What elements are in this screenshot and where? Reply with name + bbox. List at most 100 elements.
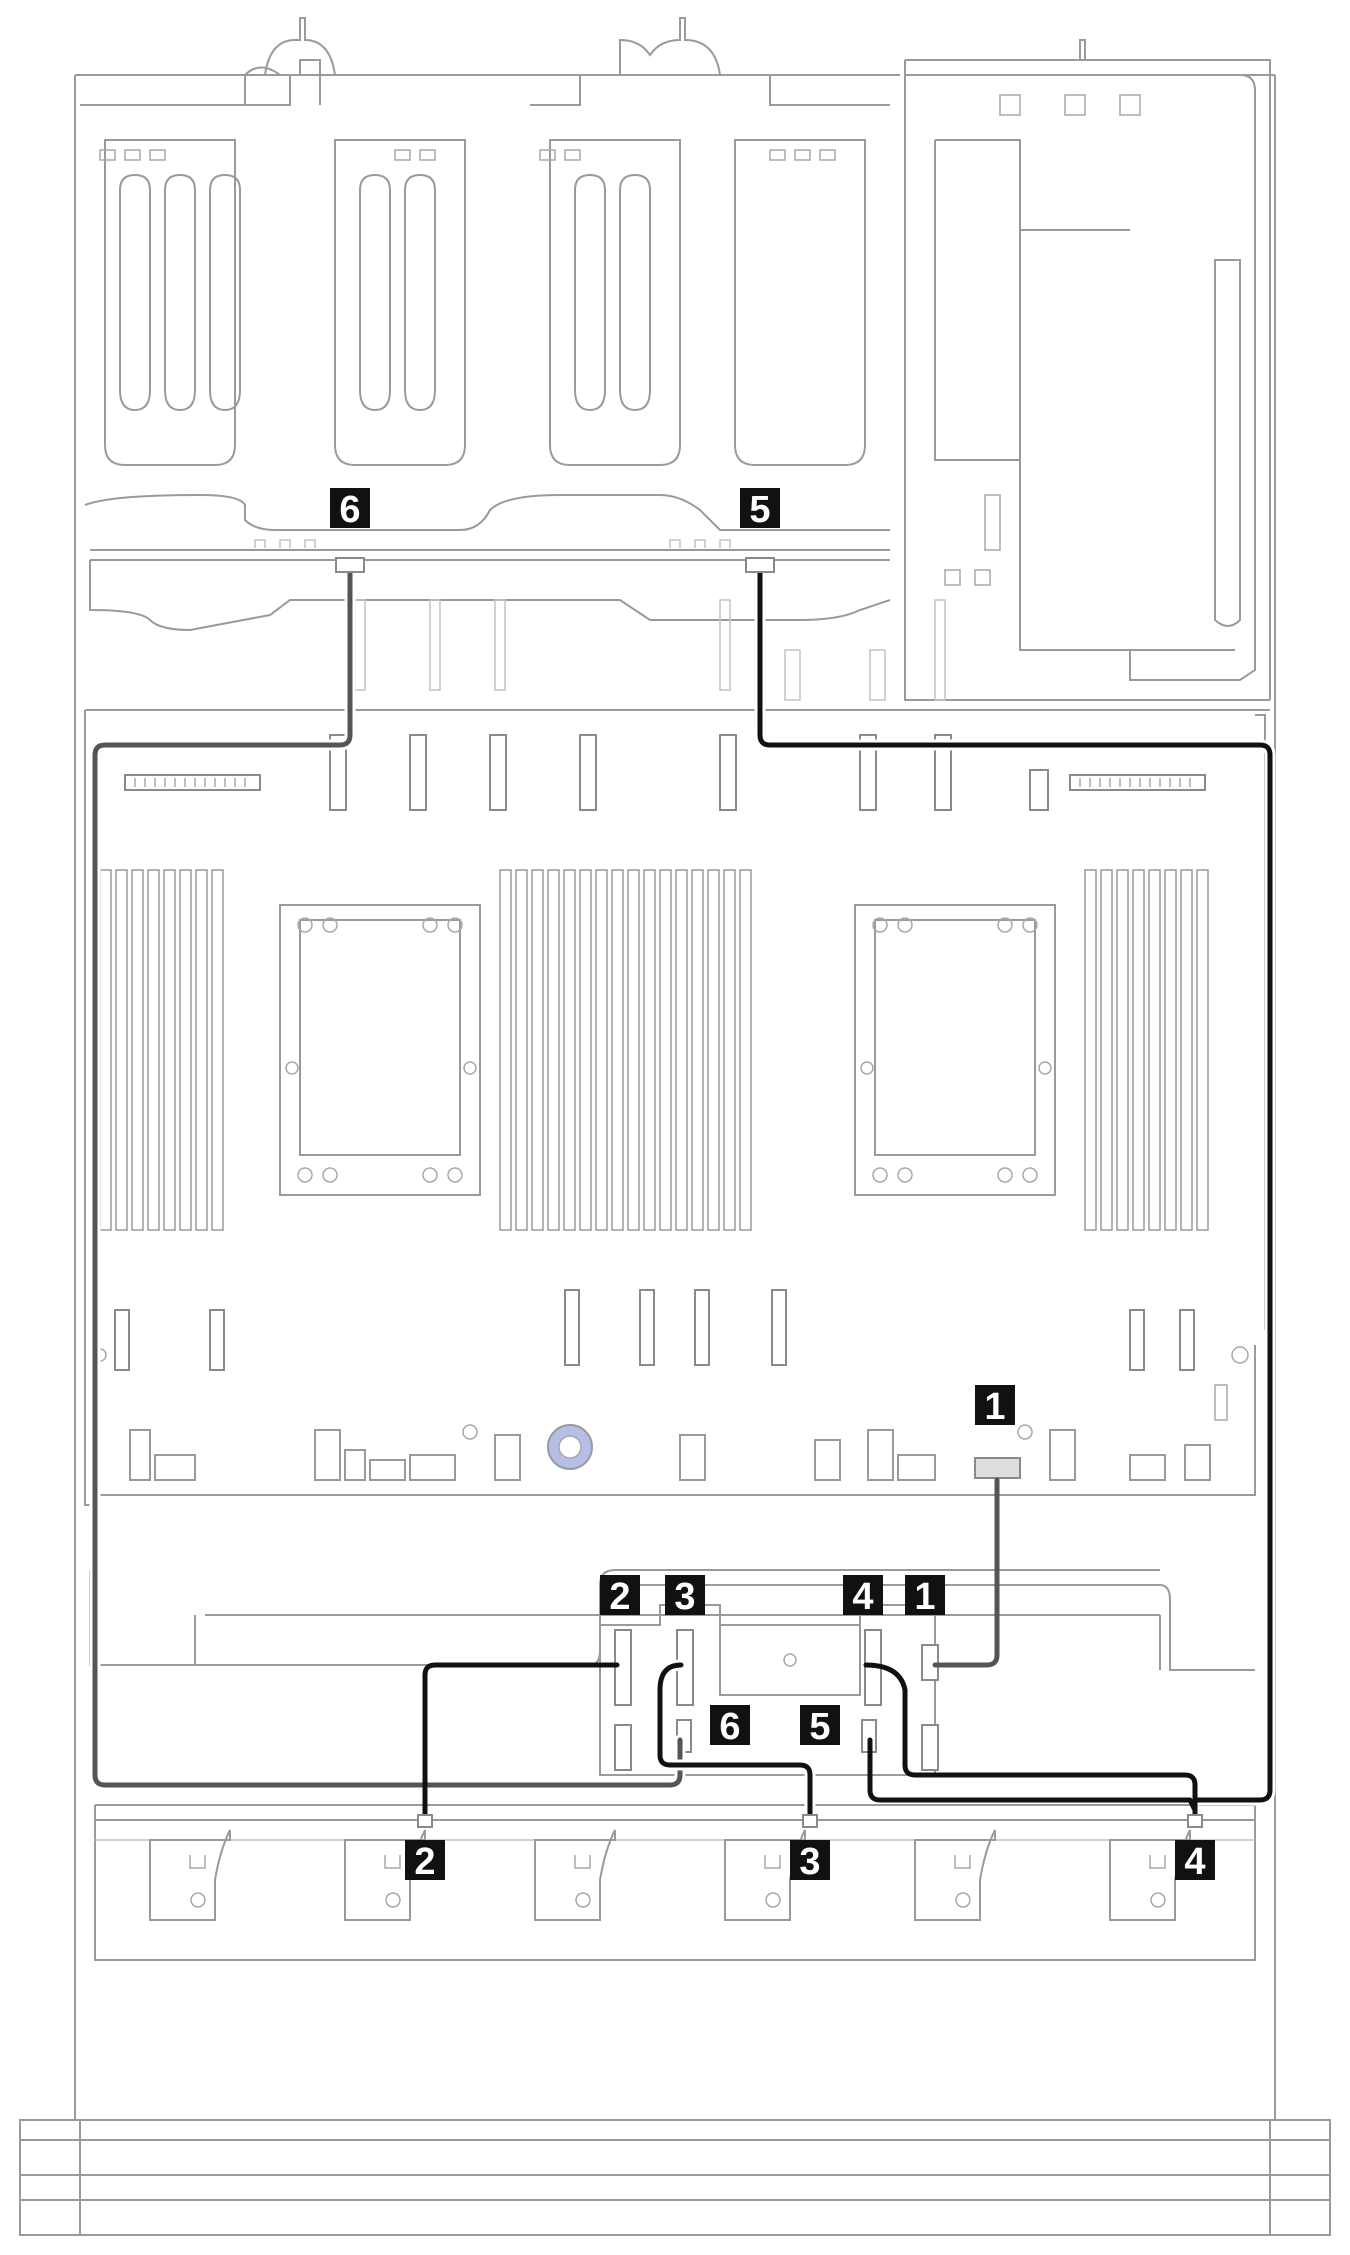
riser-right-tall	[904, 39, 1271, 701]
dimm-slot	[131, 869, 144, 1231]
svg-text:2: 2	[609, 1576, 630, 1618]
dimm-slot	[195, 869, 208, 1231]
dimm-slot	[627, 869, 640, 1231]
dimm-slot	[1148, 869, 1161, 1231]
callouts: 6 5 1 2 3 4 1 6	[330, 488, 1215, 1883]
cable-3	[657, 1662, 813, 1818]
riser-connector-5	[745, 557, 775, 573]
drive-latch-hole	[385, 1892, 401, 1908]
dimm-slot	[691, 869, 704, 1231]
callout-2-drive: 2	[405, 1840, 445, 1883]
front-drive-bays	[94, 1804, 1256, 1961]
dimm-slot	[1132, 869, 1145, 1231]
svg-text:2: 2	[414, 1841, 435, 1883]
dimm-slot	[723, 869, 736, 1231]
drive-connector-2	[417, 1814, 433, 1828]
svg-text:5: 5	[749, 489, 770, 531]
drive-connector-3	[802, 1814, 818, 1828]
svg-text:3: 3	[799, 1841, 820, 1883]
callout-1-board: 1	[975, 1385, 1015, 1428]
cable-1	[932, 1477, 1000, 1668]
board-connectors-bottom	[129, 1424, 1211, 1481]
drive-latch	[149, 1829, 231, 1921]
dimm-bank-right	[1084, 869, 1209, 1231]
svg-text:6: 6	[719, 1706, 740, 1748]
svg-text:4: 4	[1184, 1841, 1205, 1883]
drive-latch-tab	[384, 1855, 401, 1869]
dimm-slot	[595, 869, 608, 1231]
dimm-slot	[211, 869, 224, 1231]
dimm-slot	[1164, 869, 1177, 1231]
dimm-slot	[179, 869, 192, 1231]
drive-latch-hole	[1150, 1892, 1166, 1908]
cable-4	[863, 1662, 1198, 1818]
svg-text:1: 1	[984, 1386, 1005, 1428]
backplane-connector-board	[599, 1604, 939, 1776]
drive-latch	[914, 1829, 996, 1921]
callout-6-riser: 6	[330, 488, 370, 531]
callout-5-riser: 5	[740, 488, 780, 531]
callout-3-drive: 3	[790, 1840, 830, 1883]
cable-2	[422, 1662, 620, 1818]
drive-latch-hole	[765, 1892, 781, 1908]
callout-3-backplane: 3	[665, 1575, 705, 1618]
dimm-bank-center	[499, 869, 752, 1231]
svg-text:6: 6	[339, 489, 360, 531]
drive-latch-hole	[955, 1892, 971, 1908]
dimm-slot	[707, 869, 720, 1231]
cable-5	[757, 567, 1273, 1803]
dimm-bank-left	[99, 869, 224, 1231]
dimm-slot	[1180, 869, 1193, 1231]
riser-connector-6	[335, 557, 365, 573]
dimm-slot	[515, 869, 528, 1231]
svg-text:1: 1	[914, 1576, 935, 1618]
svg-text:3: 3	[674, 1576, 695, 1618]
dimm-slot	[115, 869, 128, 1231]
riser-slots-faint	[354, 599, 946, 701]
pcie-slots-top	[124, 734, 1206, 811]
dimm-slot	[675, 869, 688, 1231]
dimm-slot	[99, 869, 112, 1231]
dimm-slot	[1084, 869, 1097, 1231]
callout-4-drive: 4	[1175, 1840, 1215, 1883]
drive-latch-tab	[189, 1855, 206, 1869]
dimm-slot	[739, 869, 752, 1231]
cpu-socket-1	[279, 904, 481, 1196]
drive-latches	[149, 1829, 1191, 1921]
dimm-slot	[579, 869, 592, 1231]
drive-latch	[534, 1829, 616, 1921]
cables	[89, 557, 1276, 1828]
callout-4-backplane: 4	[843, 1575, 883, 1618]
drive-latch-hole	[190, 1892, 206, 1908]
callout-6-backplane: 6	[710, 1705, 750, 1748]
drive-connector-4	[1187, 1814, 1203, 1828]
chassis	[19, 74, 1331, 2236]
dimm-slot	[147, 869, 160, 1231]
dimm-slot	[499, 869, 512, 1231]
dimm-slot	[531, 869, 544, 1231]
cpu-socket-2	[854, 904, 1056, 1196]
svg-text:4: 4	[852, 1576, 873, 1618]
svg-text:5: 5	[809, 1706, 830, 1748]
dimm-slot	[611, 869, 624, 1231]
callout-1-backplane: 1	[905, 1575, 945, 1618]
dimm-slot	[1116, 869, 1129, 1231]
dimm-slot	[1196, 869, 1209, 1231]
drive-latch-tab	[1149, 1855, 1166, 1869]
riser-cage-right	[530, 17, 890, 466]
board-connectors-mid	[93, 1289, 1249, 1421]
dimm-slot	[1100, 869, 1113, 1231]
drive-latch-hole	[575, 1892, 591, 1908]
drive-latch-tab	[764, 1855, 781, 1869]
riser-cage-left	[80, 17, 466, 466]
drive-latch-tab	[954, 1855, 971, 1869]
dimm-slot	[163, 869, 176, 1231]
cable-6	[92, 567, 683, 1788]
callout-2-backplane: 2	[600, 1575, 640, 1618]
drive-latch-tab	[574, 1855, 591, 1869]
dimm-slot	[547, 869, 560, 1231]
cable-5-drive	[867, 1737, 1198, 1813]
callout-5-backplane: 5	[800, 1705, 840, 1748]
